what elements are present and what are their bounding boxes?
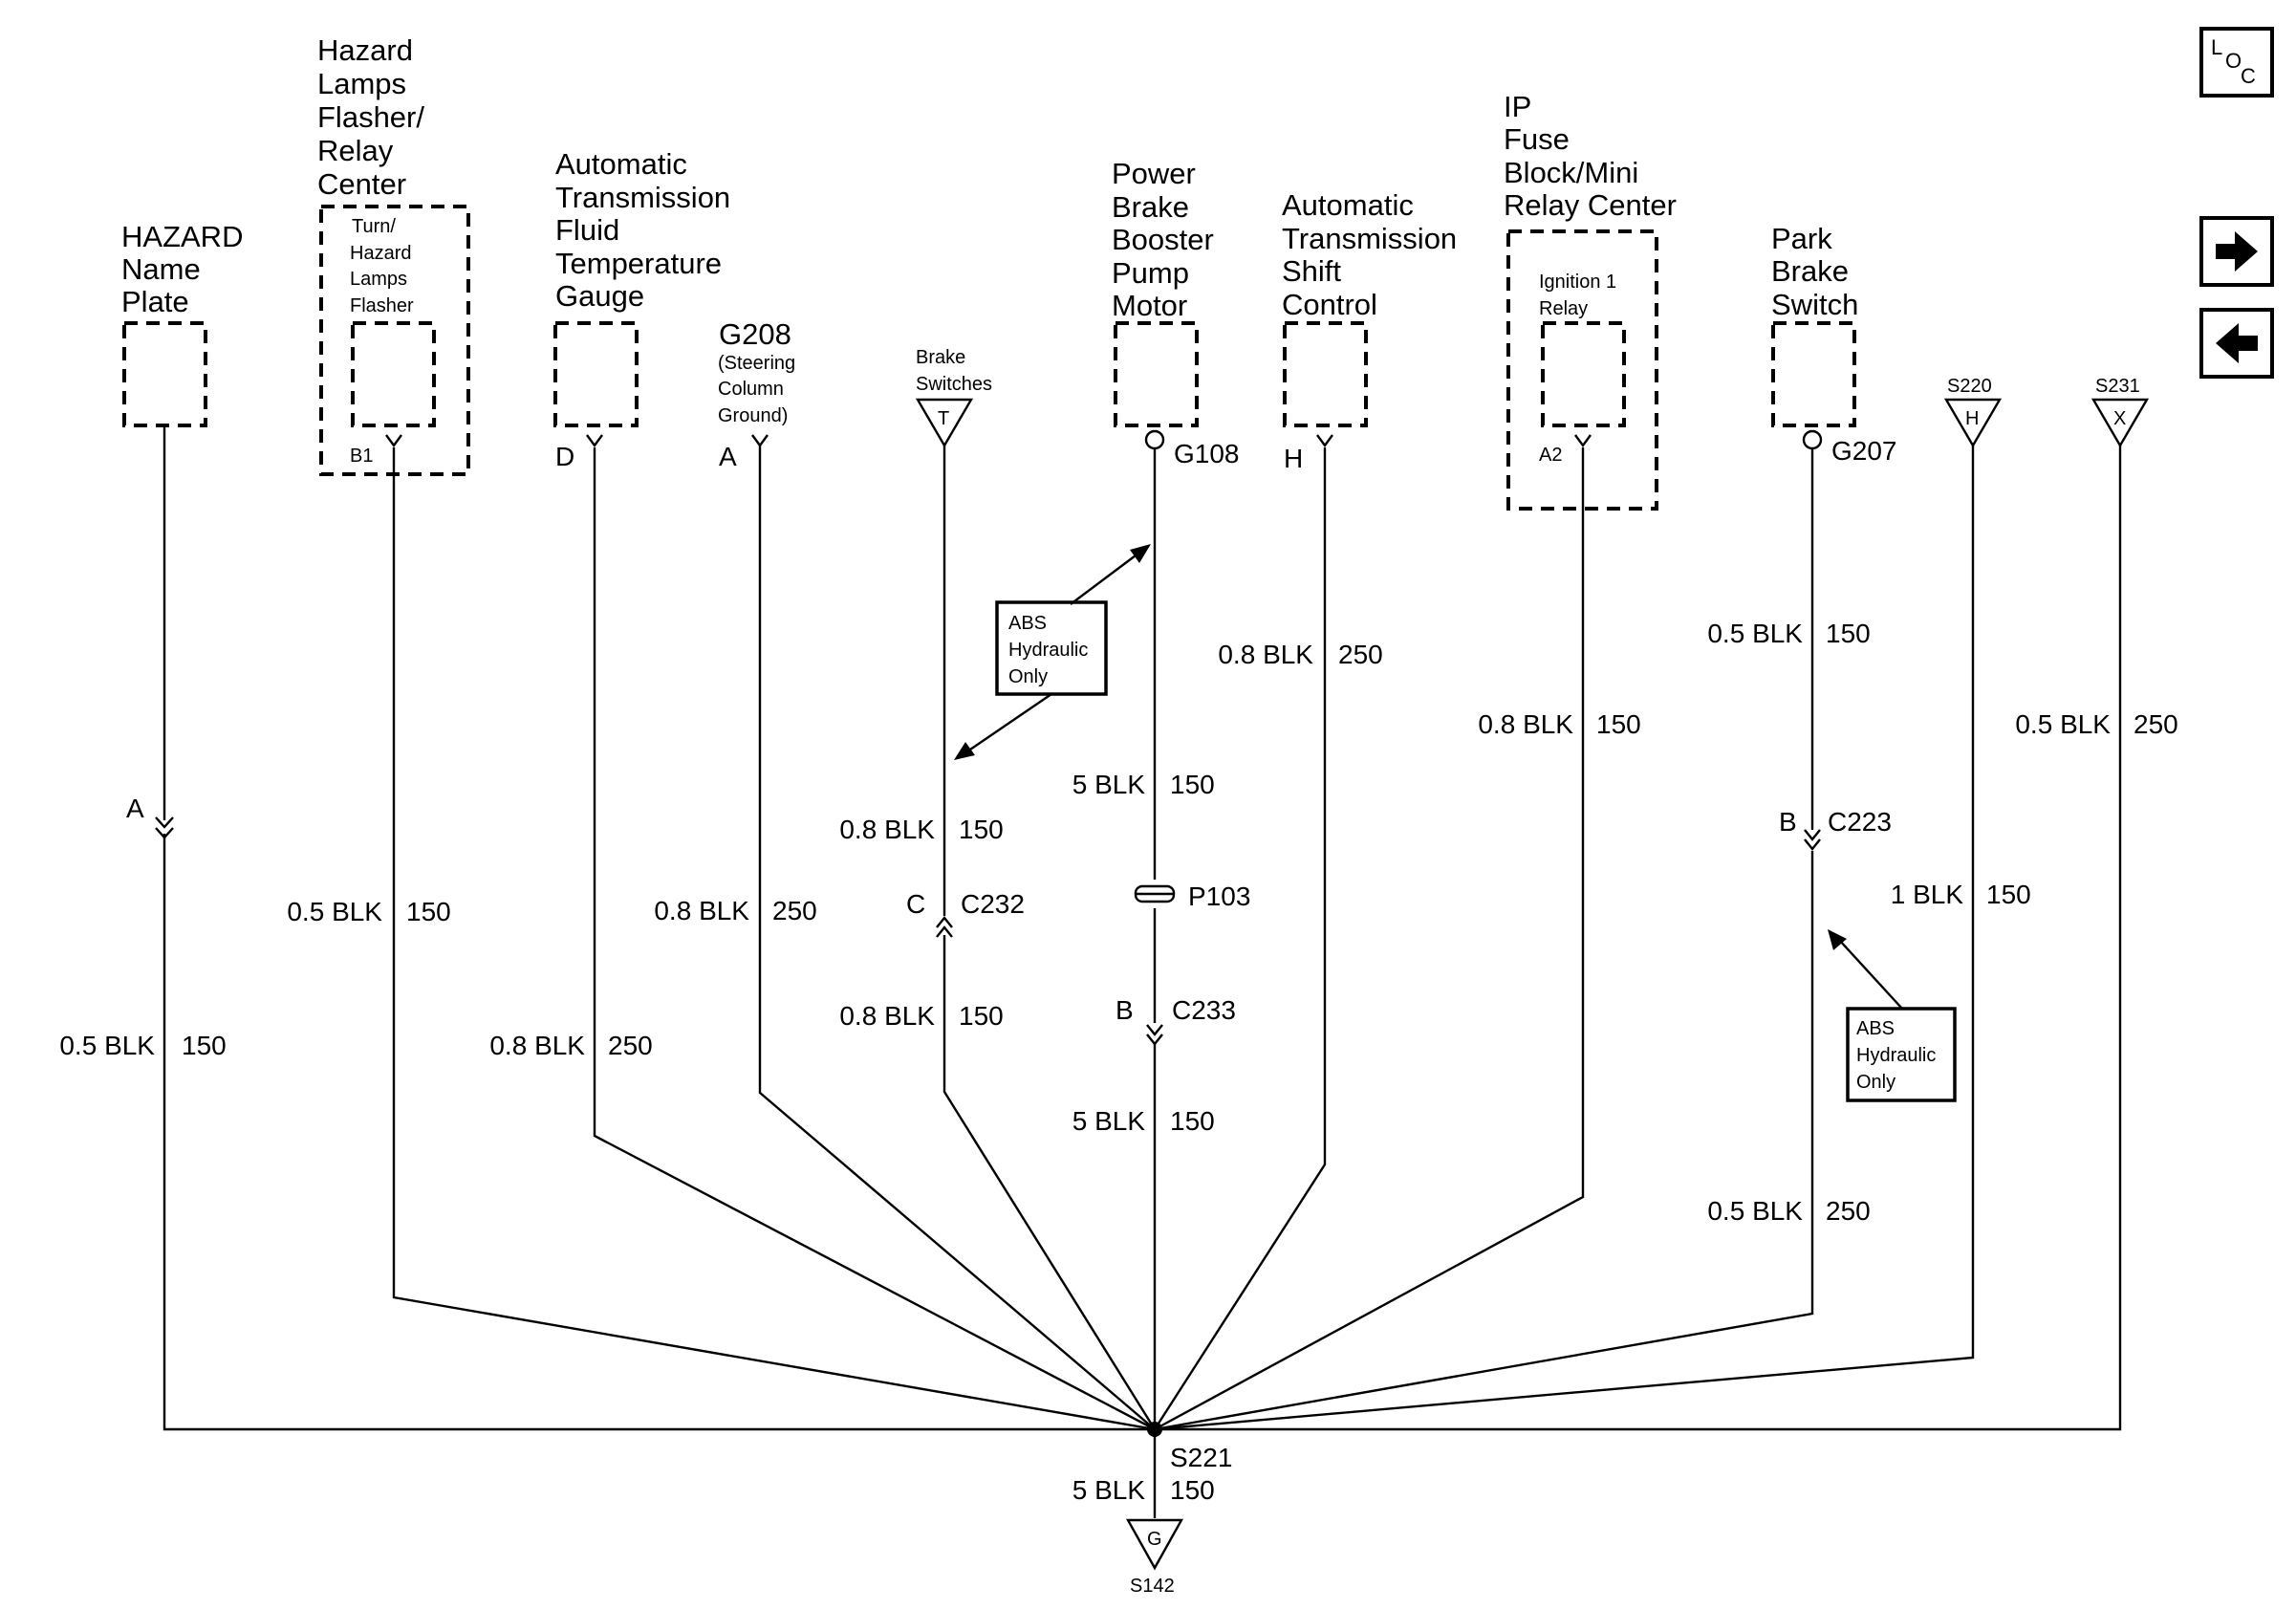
hazard-label: HAZARD Name Plate [121,220,251,318]
p103-connector [1134,884,1176,903]
trans-gauge-pin: D [555,442,574,471]
splice-s221-dot [1147,1422,1162,1437]
wire-6b-size: 5 BLK [1072,1106,1146,1136]
wire-1-circuit: 150 [182,1031,227,1060]
ip-fuse-pin: A2 [1539,445,1562,466]
wire-5a-circuit: 150 [959,815,1004,844]
brake-switches-letter: T [938,408,949,429]
s220-name: S220 [1947,376,1992,397]
g208-sub-label: (Steering Column Ground) [718,353,801,426]
bottom-ground-letter: G [1147,1529,1162,1550]
ip-fuse-label: IP Fuse Block/Mini Relay Center [1504,90,1677,222]
wire-7-circuit: 250 [1338,640,1383,669]
arrow-left-icon [2216,323,2258,363]
loc-c: C [2241,64,2256,88]
wire-3b-size: 0.8 BLK [489,1031,585,1060]
shift-control-pin: H [1284,444,1303,473]
flasher-pin: B1 [350,446,373,467]
wire-labels: 0.5 BLK 150 0.5 BLK 150 0.8 BLK 250 0.8 … [59,619,2177,1505]
wire-9b-circuit: 250 [1826,1196,1871,1226]
g207-label: G207 [1831,436,1897,466]
shift-control-label: Automatic Transmission Shift Control [1282,188,1465,321]
wire-3b-circuit: 250 [608,1031,653,1060]
prev-page-button[interactable] [2199,308,2274,379]
p103-label: P103 [1188,881,1250,911]
loc-l: L [2211,35,2222,59]
wire-11-size: 0.5 BLK [2015,709,2111,739]
splice-s221-label: S221 [1170,1443,1232,1472]
c233-pin: B [1116,995,1134,1025]
brake-switches-label: Brake Switches [916,347,992,395]
c223-name: C223 [1828,807,1892,837]
wire-6a-size: 5 BLK [1072,770,1146,799]
component-power-brake-pump: Power Brake Booster Pump Motor G108 P103… [1112,157,1250,1046]
wire-2-circuit: 150 [406,897,451,926]
wire-5b-circuit: 150 [959,1001,1004,1031]
wire-11-circuit: 250 [2134,709,2178,739]
wire-7-size: 0.8 BLK [1218,640,1313,669]
flasher-label: Hazard Lamps Flasher/ Relay Center [317,33,433,201]
loc-o: O [2225,49,2242,73]
component-s220: S220 H [1943,376,2003,448]
component-park-brake-switch: Park Brake Switch G207 B C223 [1771,222,1897,851]
component-ip-fuse-block: IP Fuse Block/Mini Relay Center Ignition… [1504,90,1677,511]
g208-pin: A [719,442,737,471]
brake-pump-label: Power Brake Booster Pump Motor [1112,157,1222,322]
abs-note-upper: ABS Hydraulic Only [954,544,1151,760]
component-flasher-relay-center: Hazard Lamps Flasher/ Relay Center Turn/… [317,33,470,476]
wire-10-size: 1 BLK [1891,880,1964,909]
wire-1-size: 0.5 BLK [59,1031,155,1060]
wire-2-size: 0.5 BLK [287,897,382,926]
c233-name: C233 [1172,995,1236,1025]
component-g208: G208 (Steering Column Ground) A [718,317,801,471]
hazard-connector-pin: A [126,794,144,823]
g208-label: G208 [719,317,791,351]
wire-3a-size: 0.8 BLK [654,896,749,925]
wire-bottom-size: 5 BLK [1072,1475,1146,1505]
s231-letter: X [2113,408,2126,429]
wire-6b-circuit: 150 [1170,1106,1215,1136]
ground-wires [162,425,2122,1518]
bottom-ground-name: S142 [1130,1576,1175,1597]
wire-9a-size: 0.5 BLK [1707,619,1803,648]
next-page-button[interactable] [2199,216,2274,287]
s220-letter: H [1965,408,1979,429]
wire-3a-circuit: 250 [772,896,817,925]
wire-9b-size: 0.5 BLK [1707,1196,1803,1226]
component-trans-shift-control: Automatic Transmission Shift Control H [1282,188,1465,473]
abs-note-lower-text: ABS Hydraulic Only [1856,1018,1941,1093]
s231-name: S231 [2095,376,2140,397]
c232-name: C232 [961,889,1025,919]
wire-8-circuit: 150 [1596,709,1641,739]
abs-note-lower: ABS Hydraulic Only [1828,929,1957,1102]
component-s231: S231 X [2090,376,2150,448]
abs-note-upper-text: ABS Hydraulic Only [1008,613,1094,687]
wire-9a-circuit: 150 [1826,619,1871,648]
g108-label: G108 [1174,439,1240,468]
flasher-inner-label: Turn/ Hazard Lamps Flasher [350,216,417,316]
component-hazard-name-plate: HAZARD Name Plate A [121,220,251,839]
arrow-right-icon [2216,231,2258,272]
ip-fuse-inner-label: Ignition 1 Relay [1539,272,1622,319]
wire-5a-size: 0.8 BLK [839,815,935,844]
component-trans-fluid-temp-gauge: Automatic Transmission Fluid Temperature… [553,147,739,471]
wire-bottom-circuit: 150 [1170,1475,1215,1505]
wire-6a-circuit: 150 [1170,770,1215,799]
wire-8-size: 0.8 BLK [1478,709,1573,739]
loc-button[interactable]: L O C [2199,27,2274,98]
park-brake-label: Park Brake Switch [1771,222,1858,321]
component-brake-switches: Brake Switches T C C232 [906,347,1025,938]
c232-pin: C [906,889,925,919]
bottom-ground-s142: G S142 [1125,1518,1184,1597]
trans-gauge-label: Automatic Transmission Fluid Temperature… [555,147,739,313]
c223-pin: B [1779,807,1797,837]
wire-5b-size: 0.8 BLK [839,1001,935,1031]
wire-10-circuit: 150 [1986,880,2031,909]
